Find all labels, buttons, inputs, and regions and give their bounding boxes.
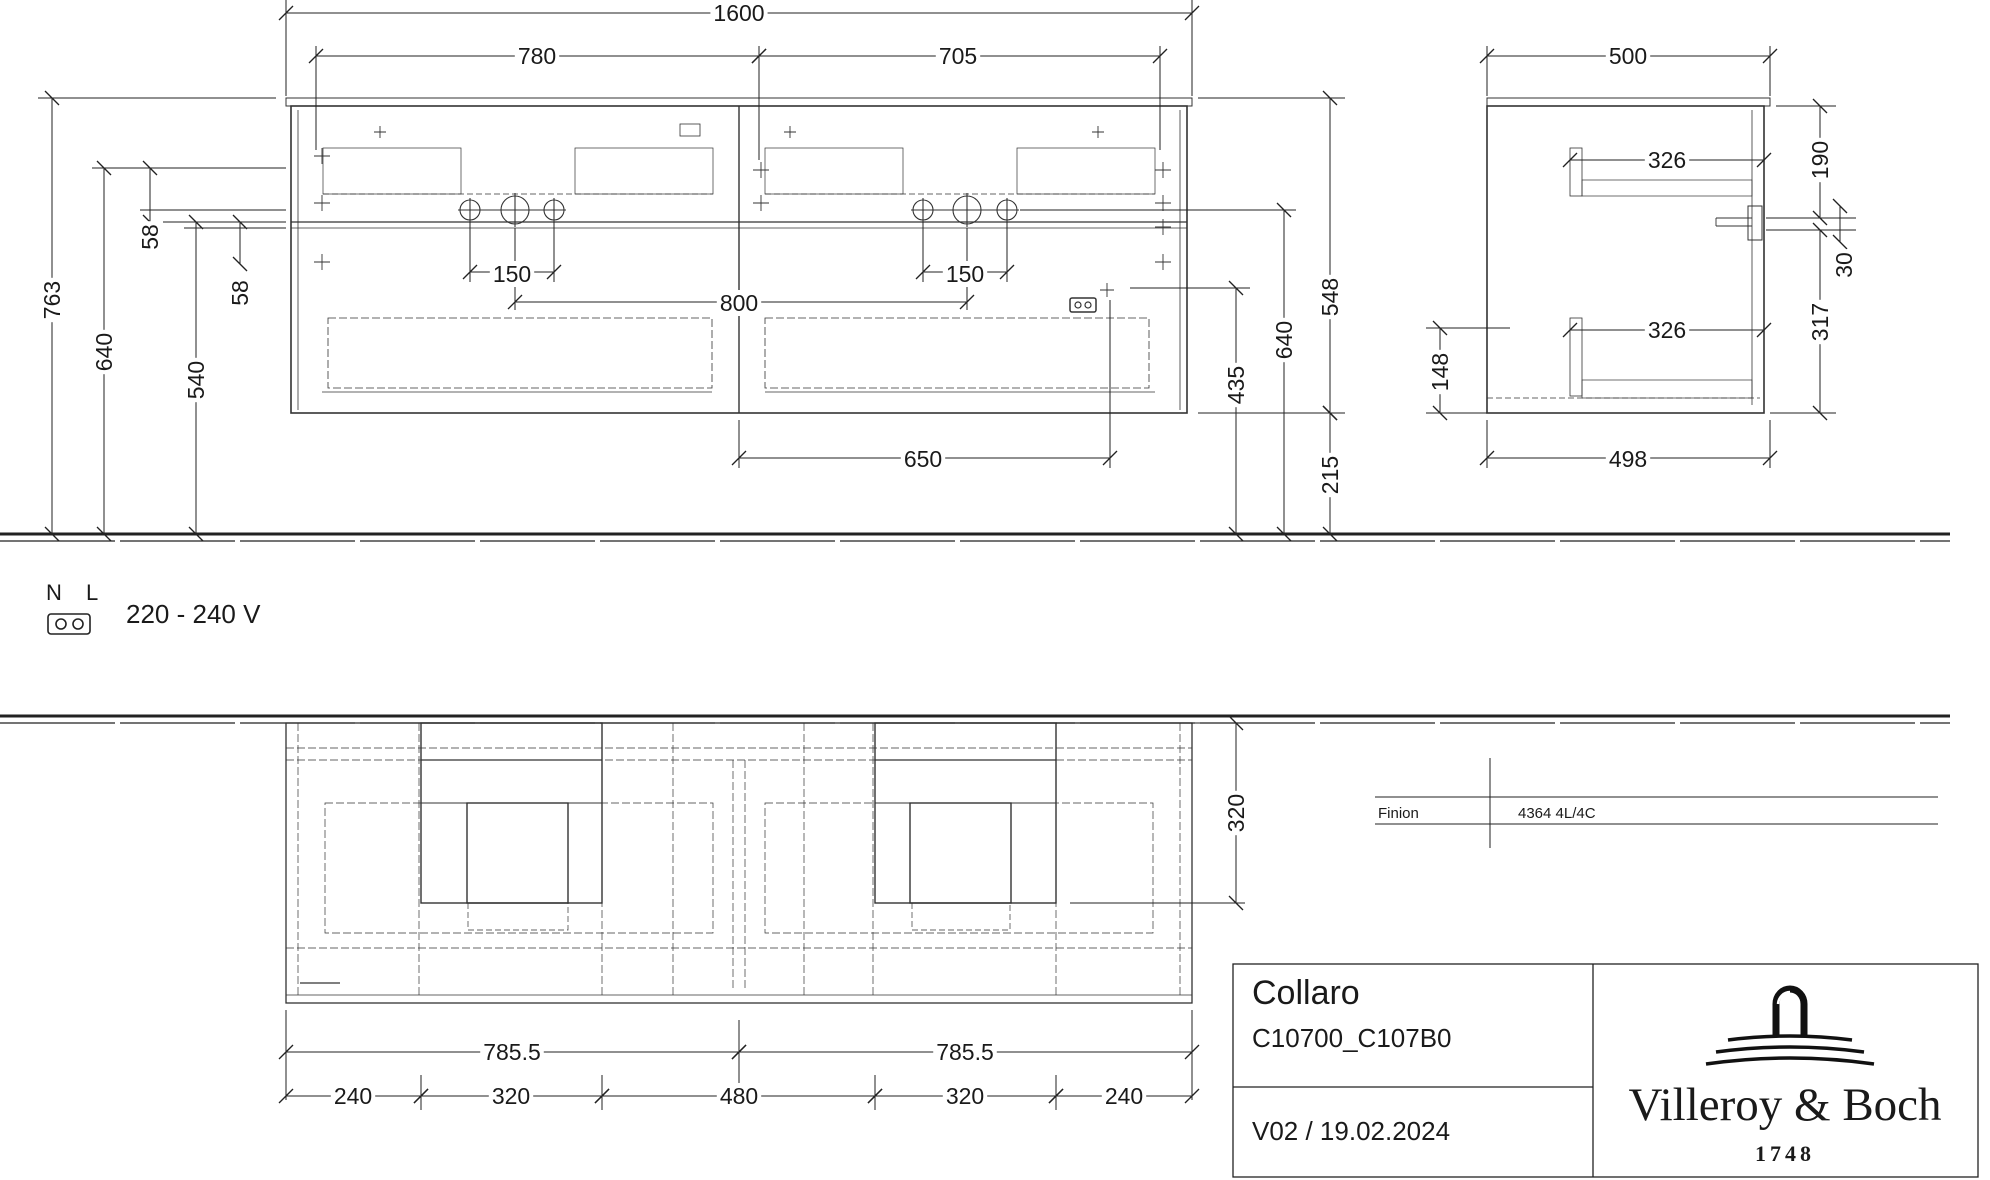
finish-table — [1375, 758, 1938, 848]
plan-dimensions — [278, 715, 1245, 1110]
dim-label-backing — [935, 43, 981, 69]
socket-icon — [47, 613, 91, 635]
dim-30: 30 — [1831, 252, 1857, 278]
dim-label-backing — [716, 1083, 762, 1109]
dim-705: 705 — [939, 43, 977, 69]
dim-label-backing — [489, 261, 535, 287]
dim-label-backing — [1831, 249, 1857, 281]
side-dimensions — [1426, 46, 1856, 468]
dim-640-right: 640 — [1271, 321, 1297, 359]
power-l-label: L — [86, 580, 98, 605]
dim-320-plan: 320 — [1223, 794, 1249, 832]
dim-label-backing — [942, 1083, 988, 1109]
dim-label-backing — [1644, 147, 1690, 173]
front-dimensions — [38, 0, 1345, 542]
dim-label-backing — [1271, 317, 1297, 363]
dim-1600: 1600 — [713, 0, 764, 26]
dim-label-backing — [716, 290, 762, 316]
dim-label-backing — [1317, 274, 1343, 320]
dim-label-backing — [1427, 349, 1453, 395]
dim-240-right: 240 — [1105, 1083, 1143, 1109]
dim-label-backing — [1605, 43, 1651, 69]
dim-58-b: 58 — [227, 280, 253, 306]
floor-line-bottom — [0, 714, 1950, 724]
dim-317: 317 — [1807, 303, 1833, 341]
dim-label-backing — [900, 446, 946, 472]
finish-label: Finion — [1378, 805, 1419, 822]
dim-548: 548 — [1317, 278, 1343, 316]
dim-label-backing — [488, 1083, 534, 1109]
dim-label-backing — [183, 357, 209, 403]
dim-label-backing — [330, 1083, 376, 1109]
dim-label-backing — [1223, 790, 1249, 836]
dim-326-top: 326 — [1648, 147, 1686, 173]
dim-763: 763 — [39, 281, 65, 319]
dim-label-backing — [39, 277, 65, 323]
side-elevation — [1486, 97, 1771, 414]
dim-215: 215 — [1317, 456, 1343, 494]
dim-label-backing — [1605, 446, 1651, 472]
floor-line-top — [0, 532, 1950, 542]
tap-holes-right — [911, 193, 1019, 227]
front-elevation — [285, 97, 1193, 414]
dim-label-backing — [1807, 137, 1833, 183]
dim-785-left: 785.5 — [483, 1039, 541, 1065]
dim-785-right: 785.5 — [936, 1039, 994, 1065]
dim-label-backing — [91, 329, 117, 375]
dim-label-backing — [514, 43, 560, 69]
version-date: V02 / 19.02.2024 — [1252, 1116, 1450, 1146]
dim-label-backing — [227, 277, 253, 309]
dim-150-right: 150 — [946, 261, 984, 287]
dim-148: 148 — [1427, 353, 1453, 391]
product-name: Collaro — [1252, 974, 1360, 1012]
title-block — [1232, 963, 1979, 1178]
dim-435: 435 — [1223, 366, 1249, 404]
dim-150-left: 150 — [493, 261, 531, 287]
dim-650: 650 — [904, 446, 942, 472]
dim-500: 500 — [1609, 43, 1647, 69]
article-number: C10700_C107B0 — [1252, 1023, 1452, 1053]
dim-label-backing — [1807, 299, 1833, 345]
tap-holes-left — [458, 193, 566, 227]
power-legend: N L 220 - 240 V — [46, 580, 261, 635]
dim-498: 498 — [1609, 446, 1647, 472]
plan-view — [285, 722, 1193, 1004]
finish-code: 4364 4L/4C — [1518, 805, 1596, 822]
dim-320-right: 320 — [946, 1083, 984, 1109]
dim-label-backing — [942, 261, 988, 287]
dim-800: 800 — [720, 290, 758, 316]
dim-190: 190 — [1807, 141, 1833, 179]
brand-logo-icon — [1705, 985, 1875, 1066]
power-voltage: 220 - 240 V — [126, 599, 261, 629]
dim-640-left: 640 — [91, 333, 117, 371]
dim-label-backing — [480, 1039, 544, 1065]
dim-label-backing — [1317, 452, 1343, 498]
dim-label-backing — [137, 221, 163, 253]
dim-240-left: 240 — [334, 1083, 372, 1109]
dim-label-backing — [1644, 317, 1690, 343]
dim-label-backing — [1101, 1083, 1147, 1109]
brand-name: Villeroy & Boch — [1628, 1079, 1941, 1131]
dim-780: 780 — [518, 43, 556, 69]
dim-320-left: 320 — [492, 1083, 530, 1109]
dim-label-backing — [1223, 362, 1249, 408]
brand-year: 1748 — [1755, 1141, 1815, 1166]
power-n-label: N — [46, 580, 62, 605]
dim-58-a: 58 — [137, 224, 163, 250]
dim-480: 480 — [720, 1083, 758, 1109]
dim-326-bottom: 326 — [1648, 317, 1686, 343]
dim-label-backing — [933, 1039, 997, 1065]
dim-540: 540 — [183, 361, 209, 399]
dim-label-backing — [710, 0, 768, 26]
dimension-labels: 1600 780 705 150 150 800 650 763 640 540… — [39, 0, 1857, 1109]
socket-icon-front — [1069, 297, 1097, 313]
